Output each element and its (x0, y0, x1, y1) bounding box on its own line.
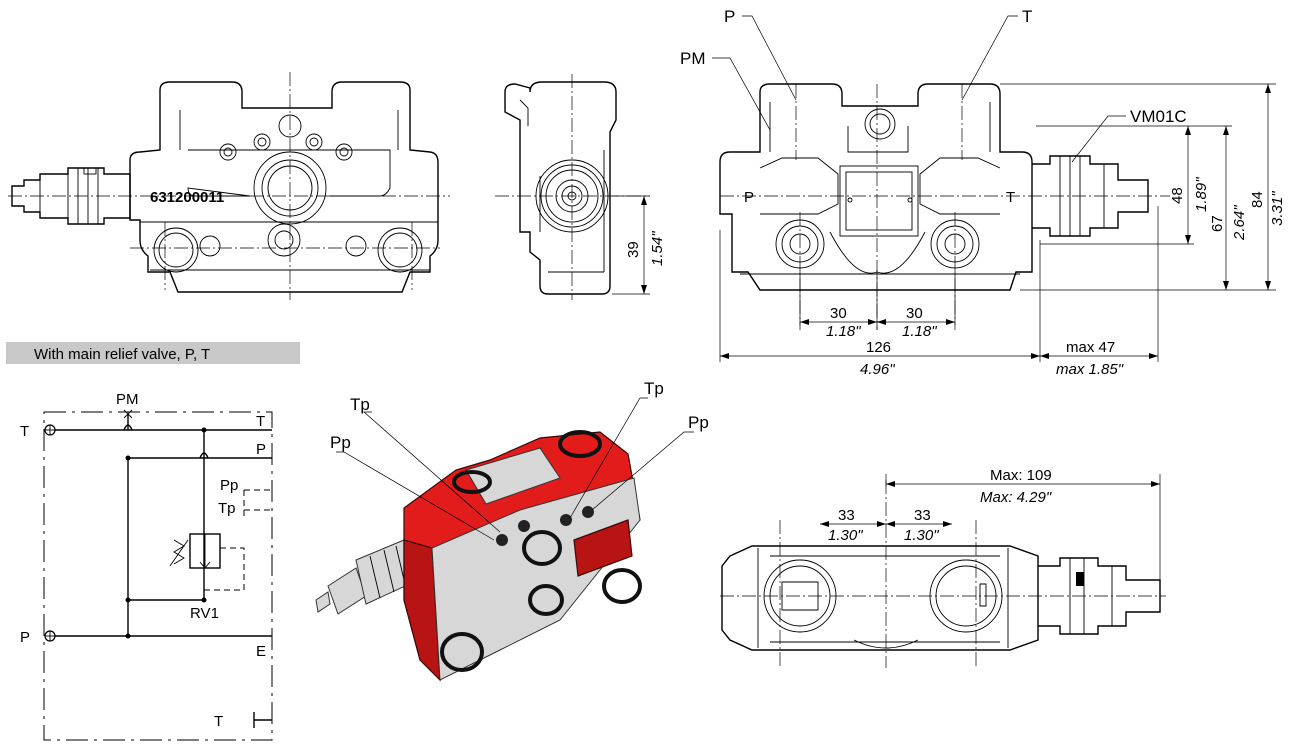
dim-126: 126 (866, 339, 891, 356)
dim-84-inch: 3.31" (1269, 191, 1286, 226)
port-p-label: P (744, 189, 754, 206)
render-pp-left: Pp (330, 433, 351, 452)
schematic-t-right: T (256, 413, 265, 430)
schematic-t-bottom: T (214, 713, 223, 730)
dim-30-left: 30 (830, 305, 847, 322)
bottom-view: Max: 109 Max: 4.29" 33 1.30" 33 1.30" (720, 467, 1166, 668)
schematic-p-left: P (20, 629, 30, 646)
schematic-header-bar (6, 342, 300, 364)
dim-126-inch: 4.96" (860, 361, 895, 378)
schematic-t-left: T (20, 423, 29, 440)
dim-67: 67 (1209, 215, 1226, 232)
dim-33-left-inch: 1.30" (828, 527, 863, 544)
dim-max-109-inch: Max: 4.29" (980, 489, 1052, 506)
dim-48: 48 (1169, 187, 1186, 204)
render-tp-left: Tp (350, 395, 370, 414)
schematic-header: With main relief valve, P, T (34, 346, 210, 363)
hydraulic-schematic: With main relief valve, P, T (6, 342, 300, 741)
dim-max-47: max 47 (1066, 339, 1115, 356)
dim-30-right-inch: 1.18" (902, 323, 937, 340)
dim-30-left-inch: 1.18" (826, 323, 861, 340)
valve-3d-render: Tp Pp Tp Pp (315, 379, 709, 682)
dim-max-109: Max: 109 (990, 467, 1052, 484)
schematic-rv1: RV1 (190, 605, 219, 622)
render-tp-right: Tp (644, 379, 664, 398)
leader-label-p: P (724, 7, 735, 26)
dim-39: 39 (625, 241, 642, 258)
schematic-p-right: P (256, 441, 266, 458)
port-t-label: T (1006, 189, 1015, 206)
front-view: 631200011 (8, 72, 450, 300)
schematic-pm: PM (116, 391, 139, 408)
leader-label-pm: PM (680, 49, 706, 68)
schematic-pp: Pp (220, 477, 238, 494)
top-right-view: P T P T PM VM01C 48 1.89" 67 2.64" 84 3.… (680, 7, 1286, 378)
render-pp-right: Pp (688, 413, 709, 432)
dim-39-inch: 1.54" (649, 231, 666, 266)
dim-33-left: 33 (838, 507, 855, 524)
leader-label-t: T (1022, 7, 1032, 26)
dim-67-inch: 2.64" (1231, 205, 1248, 241)
dim-30-right: 30 (906, 305, 923, 322)
leader-label-vm01c: VM01C (1130, 107, 1187, 126)
dim-33-right-inch: 1.30" (904, 527, 939, 544)
schematic-tp: Tp (218, 500, 236, 517)
dim-48-inch: 1.89" (1193, 177, 1210, 212)
side-view: 39 1.54" (495, 74, 666, 300)
part-number-label: 631200011 (150, 189, 224, 206)
dim-84: 84 (1249, 191, 1266, 208)
schematic-e: E (256, 643, 266, 660)
dim-max-47-inch: max 1.85" (1056, 361, 1124, 378)
dim-33-right: 33 (914, 507, 931, 524)
